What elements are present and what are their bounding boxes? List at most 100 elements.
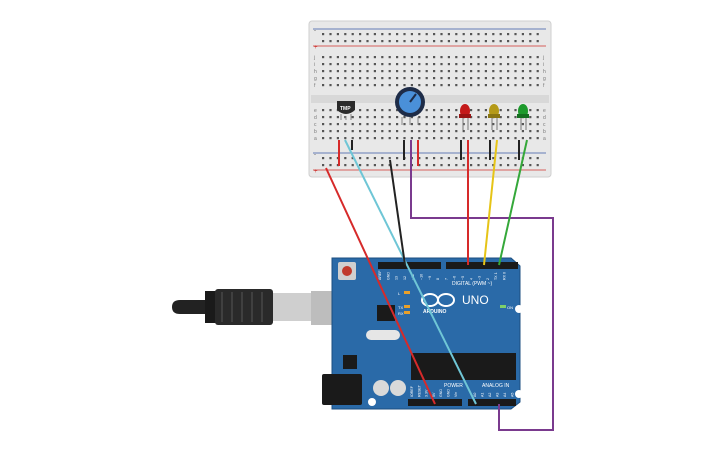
breadboard-hole[interactable] — [418, 77, 421, 80]
breadboard-hole[interactable] — [396, 33, 399, 36]
breadboard-hole[interactable] — [336, 40, 339, 43]
breadboard-hole[interactable] — [484, 123, 487, 126]
breadboard-hole[interactable] — [514, 116, 517, 119]
breadboard-hole[interactable] — [425, 77, 428, 80]
breadboard-hole[interactable] — [336, 164, 339, 167]
breadboard-hole[interactable] — [484, 116, 487, 119]
breadboard-hole[interactable] — [455, 137, 458, 140]
breadboard-hole[interactable] — [507, 77, 510, 80]
breadboard-hole[interactable] — [529, 77, 532, 80]
breadboard-hole[interactable] — [388, 137, 391, 140]
breadboard-hole[interactable] — [366, 116, 369, 119]
breadboard-hole[interactable] — [359, 63, 362, 66]
breadboard-hole[interactable] — [322, 157, 325, 160]
breadboard-hole[interactable] — [447, 116, 450, 119]
breadboard-hole[interactable] — [477, 33, 480, 36]
breadboard-hole[interactable] — [440, 157, 443, 160]
breadboard-hole[interactable] — [410, 84, 413, 87]
breadboard-hole[interactable] — [410, 40, 413, 43]
breadboard-hole[interactable] — [322, 56, 325, 59]
breadboard-hole[interactable] — [388, 77, 391, 80]
breadboard-hole[interactable] — [351, 157, 354, 160]
breadboard-hole[interactable] — [425, 123, 428, 126]
breadboard-hole[interactable] — [440, 84, 443, 87]
breadboard-hole[interactable] — [447, 40, 450, 43]
breadboard-hole[interactable] — [447, 164, 450, 167]
breadboard-hole[interactable] — [492, 33, 495, 36]
breadboard-hole[interactable] — [351, 84, 354, 87]
breadboard-hole[interactable] — [351, 56, 354, 59]
breadboard-hole[interactable] — [492, 130, 495, 133]
breadboard-hole[interactable] — [529, 164, 532, 167]
breadboard-hole[interactable] — [322, 137, 325, 140]
breadboard-hole[interactable] — [440, 70, 443, 73]
breadboard-hole[interactable] — [366, 40, 369, 43]
breadboard-hole[interactable] — [344, 157, 347, 160]
breadboard-hole[interactable] — [455, 130, 458, 133]
breadboard-hole[interactable] — [336, 130, 339, 133]
breadboard-hole[interactable] — [329, 56, 332, 59]
breadboard-hole[interactable] — [366, 84, 369, 87]
breadboard-hole[interactable] — [477, 84, 480, 87]
breadboard-hole[interactable] — [344, 130, 347, 133]
breadboard-hole[interactable] — [329, 116, 332, 119]
breadboard-hole[interactable] — [440, 77, 443, 80]
breadboard-hole[interactable] — [499, 123, 502, 126]
breadboard-hole[interactable] — [484, 63, 487, 66]
wire-red-5v[interactable] — [325, 167, 436, 405]
breadboard-hole[interactable] — [484, 164, 487, 167]
breadboard-hole[interactable] — [440, 123, 443, 126]
breadboard-hole[interactable] — [433, 116, 436, 119]
breadboard-hole[interactable] — [536, 116, 539, 119]
breadboard-hole[interactable] — [381, 77, 384, 80]
tmp-sensor[interactable]: TMP — [337, 101, 355, 120]
breadboard-hole[interactable] — [521, 123, 524, 126]
breadboard-hole[interactable] — [359, 157, 362, 160]
breadboard-hole[interactable] — [344, 123, 347, 126]
breadboard-hole[interactable] — [396, 70, 399, 73]
breadboard-hole[interactable] — [514, 56, 517, 59]
breadboard-hole[interactable] — [477, 164, 480, 167]
usb-cable[interactable] — [172, 289, 337, 325]
breadboard-hole[interactable] — [403, 56, 406, 59]
breadboard-hole[interactable] — [418, 33, 421, 36]
breadboard-hole[interactable] — [373, 77, 376, 80]
breadboard-hole[interactable] — [418, 137, 421, 140]
breadboard-hole[interactable] — [477, 123, 480, 126]
breadboard-hole[interactable] — [455, 123, 458, 126]
breadboard-hole[interactable] — [484, 70, 487, 73]
breadboard-hole[interactable] — [336, 84, 339, 87]
breadboard-hole[interactable] — [521, 70, 524, 73]
breadboard-hole[interactable] — [433, 130, 436, 133]
breadboard-hole[interactable] — [507, 157, 510, 160]
breadboard-hole[interactable] — [359, 70, 362, 73]
breadboard-hole[interactable] — [514, 40, 517, 43]
breadboard-hole[interactable] — [521, 130, 524, 133]
breadboard-hole[interactable] — [425, 164, 428, 167]
breadboard-hole[interactable] — [344, 116, 347, 119]
breadboard-hole[interactable] — [366, 157, 369, 160]
breadboard-hole[interactable] — [462, 123, 465, 126]
breadboard-hole[interactable] — [418, 63, 421, 66]
breadboard-hole[interactable] — [470, 116, 473, 119]
breadboard-hole[interactable] — [462, 137, 465, 140]
breadboard-hole[interactable] — [470, 164, 473, 167]
breadboard-hole[interactable] — [536, 137, 539, 140]
breadboard-hole[interactable] — [433, 123, 436, 126]
breadboard-hole[interactable] — [344, 77, 347, 80]
breadboard-hole[interactable] — [507, 116, 510, 119]
breadboard-hole[interactable] — [388, 56, 391, 59]
breadboard-hole[interactable] — [359, 123, 362, 126]
breadboard-hole[interactable] — [536, 164, 539, 167]
breadboard-hole[interactable] — [492, 63, 495, 66]
breadboard-hole[interactable] — [514, 164, 517, 167]
breadboard-hole[interactable] — [336, 33, 339, 36]
breadboard-hole[interactable] — [396, 137, 399, 140]
breadboard-hole[interactable] — [529, 116, 532, 119]
breadboard-hole[interactable] — [396, 84, 399, 87]
breadboard-hole[interactable] — [359, 56, 362, 59]
breadboard-hole[interactable] — [455, 164, 458, 167]
breadboard-hole[interactable] — [455, 56, 458, 59]
breadboard-hole[interactable] — [440, 40, 443, 43]
breadboard-hole[interactable] — [410, 137, 413, 140]
